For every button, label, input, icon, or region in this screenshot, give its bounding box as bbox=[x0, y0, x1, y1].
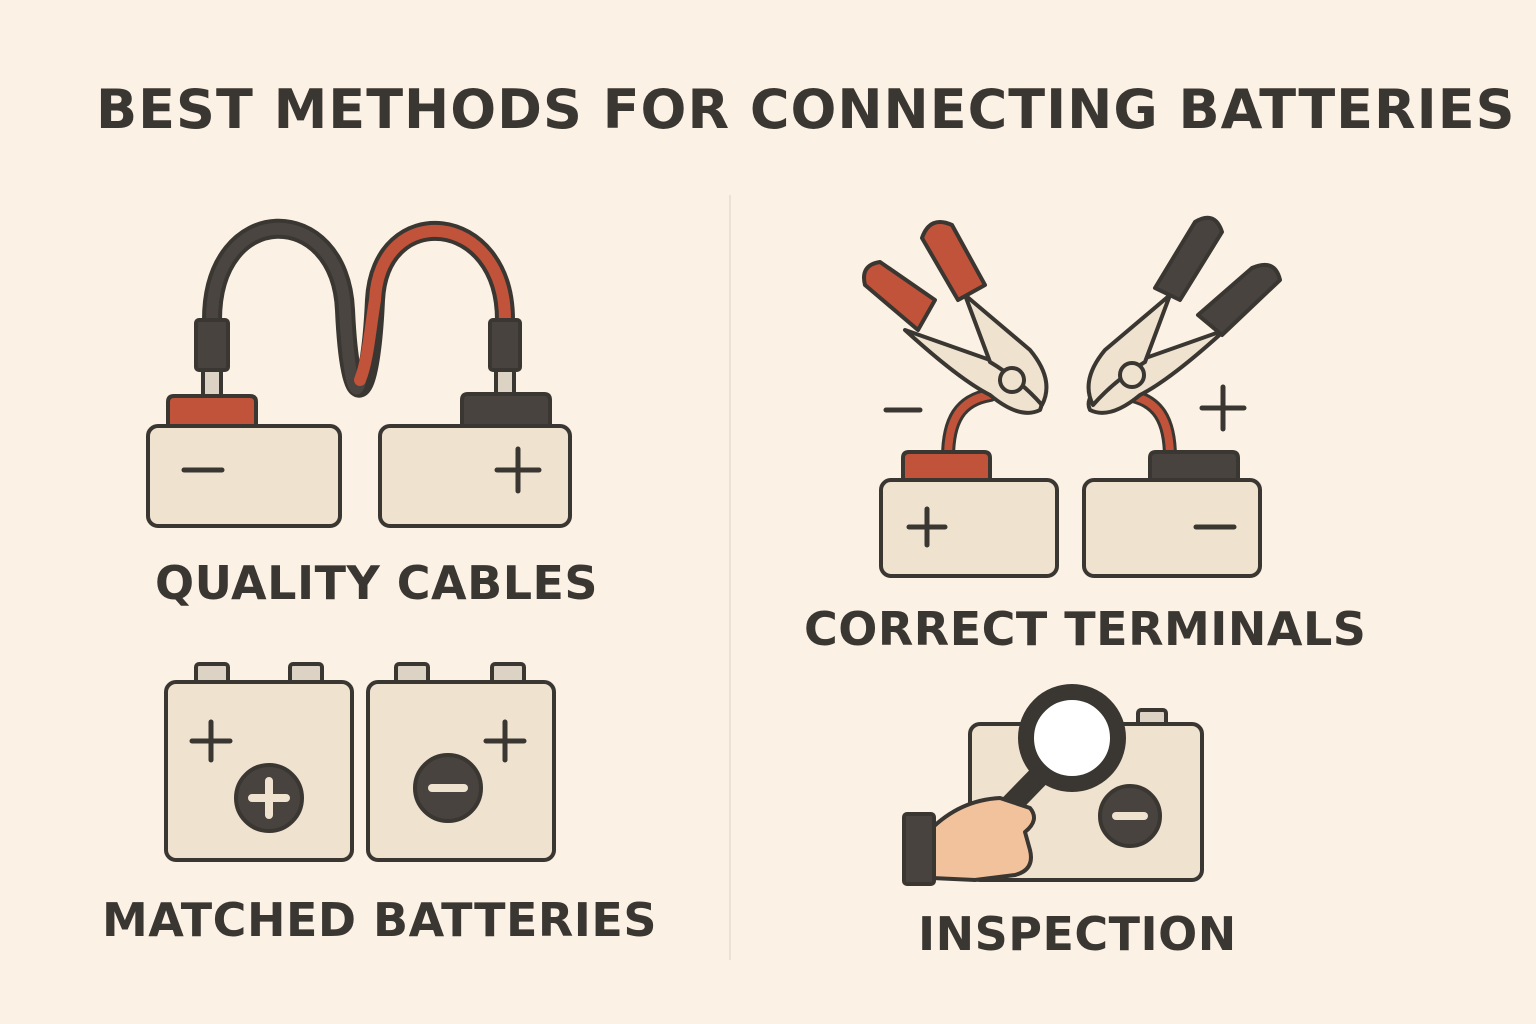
caption-inspection: INSPECTION bbox=[918, 907, 1237, 961]
caption-matched-batteries: MATCHED BATTERIES bbox=[102, 893, 657, 947]
caption-quality-cables: QUALITY CABLES bbox=[155, 556, 599, 610]
center-divider bbox=[729, 195, 731, 960]
page-title: BEST METHODS FOR CONNECTING BATTERIES bbox=[96, 78, 1516, 141]
caption-correct-terminals: CORRECT TERMINALS bbox=[804, 602, 1367, 656]
